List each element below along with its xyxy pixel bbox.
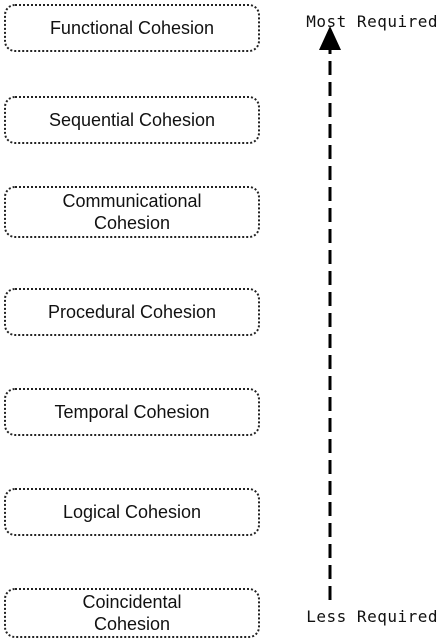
- cohesion-label: Temporal Cohesion: [54, 402, 210, 422]
- most-required-label: Most Required: [306, 12, 438, 31]
- cohesion-label: Logical Cohesion: [62, 502, 202, 522]
- cohesion-box-logical: Logical Cohesion: [4, 488, 260, 536]
- cohesion-label: Coincidental Cohesion: [82, 592, 182, 634]
- cohesion-label: Communicational Cohesion: [62, 191, 202, 233]
- less-required-label: Less Required: [306, 607, 438, 626]
- cohesion-box-functional: Functional Cohesion: [4, 4, 260, 52]
- cohesion-label: Procedural Cohesion: [47, 302, 217, 322]
- cohesion-box-communicational: Communicational Cohesion: [4, 186, 260, 238]
- cohesion-label: Sequential Cohesion: [48, 110, 216, 130]
- cohesion-box-coincidental: Coincidental Cohesion: [4, 588, 260, 638]
- cohesion-label: Functional Cohesion: [49, 18, 215, 38]
- cohesion-box-procedural: Procedural Cohesion: [4, 288, 260, 336]
- cohesion-box-sequential: Sequential Cohesion: [4, 96, 260, 144]
- cohesion-box-temporal: Temporal Cohesion: [4, 388, 260, 436]
